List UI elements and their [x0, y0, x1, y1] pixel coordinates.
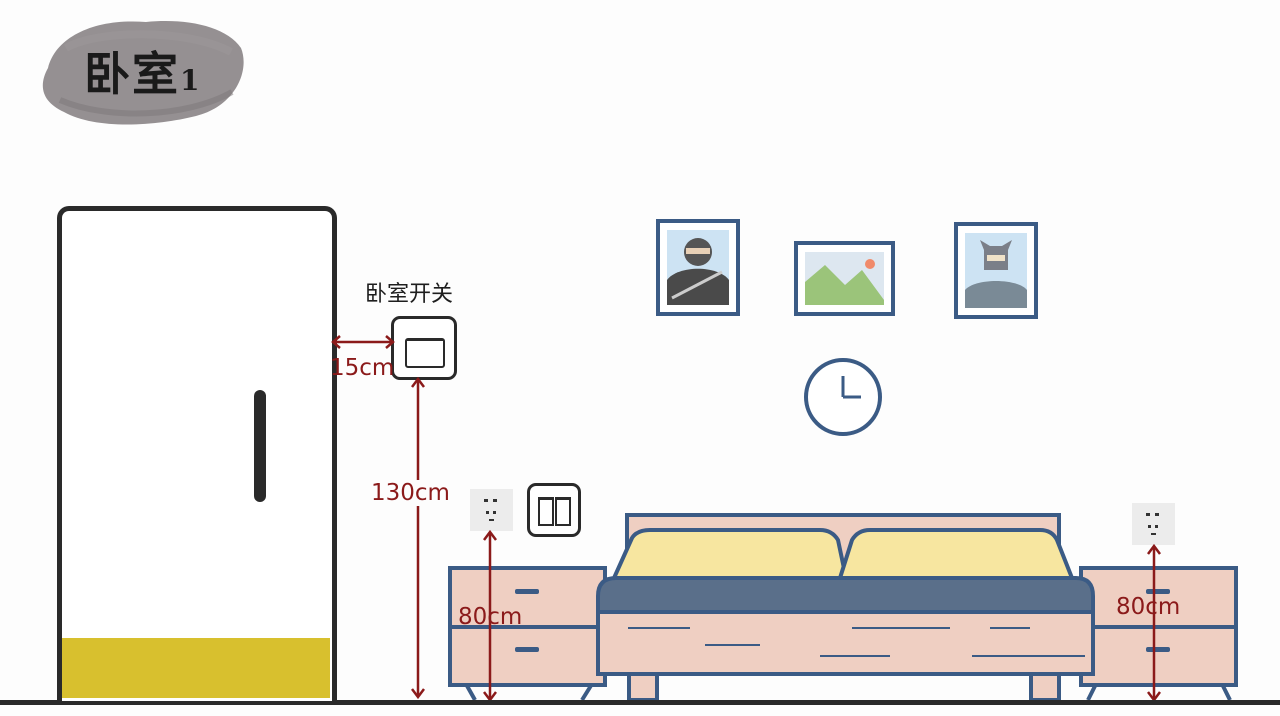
right-outlet-height-label: 80cm: [1116, 594, 1181, 620]
double-switch-icon: [527, 483, 581, 537]
wardrobe-door-icon: [57, 206, 337, 701]
nightstand-icon: [1079, 566, 1238, 700]
switch-height-arrow: [411, 376, 425, 700]
picture-frame-icon: [656, 219, 740, 316]
picture-frame-icon: [954, 222, 1038, 319]
door-switch-distance: 15cm: [330, 355, 395, 381]
picture-frame-icon: [794, 241, 895, 316]
light-switch-icon: [391, 316, 457, 380]
page-title: 卧室1: [84, 38, 201, 104]
power-outlet-icon: [470, 489, 513, 531]
title-main: 卧室: [84, 47, 180, 101]
nightstand-icon: [448, 566, 607, 700]
left-outlet-height-arrow: [483, 529, 497, 700]
title-number: 1: [180, 64, 202, 97]
switch-rocker-right: [555, 497, 571, 526]
right-outlet-height-arrow: [1147, 543, 1161, 700]
power-outlet-icon: [1132, 503, 1175, 545]
floor-line: [0, 700, 1280, 705]
door-handle: [254, 390, 266, 502]
door-kick-plate: [62, 638, 330, 698]
switch-height-label: 130cm: [371, 480, 450, 506]
bedroom-wall-scene: [448, 219, 1238, 700]
switch-rocker: [405, 338, 445, 368]
switch-label: 卧室开关: [365, 282, 454, 307]
bed-icon: [596, 513, 1095, 700]
switch-rocker-left: [538, 497, 554, 526]
wall-clock-icon: [804, 358, 882, 436]
door-switch-dimension-arrow: [331, 335, 395, 349]
left-outlet-height-label: 80cm: [458, 604, 523, 630]
title-brush-stroke: [42, 21, 244, 125]
